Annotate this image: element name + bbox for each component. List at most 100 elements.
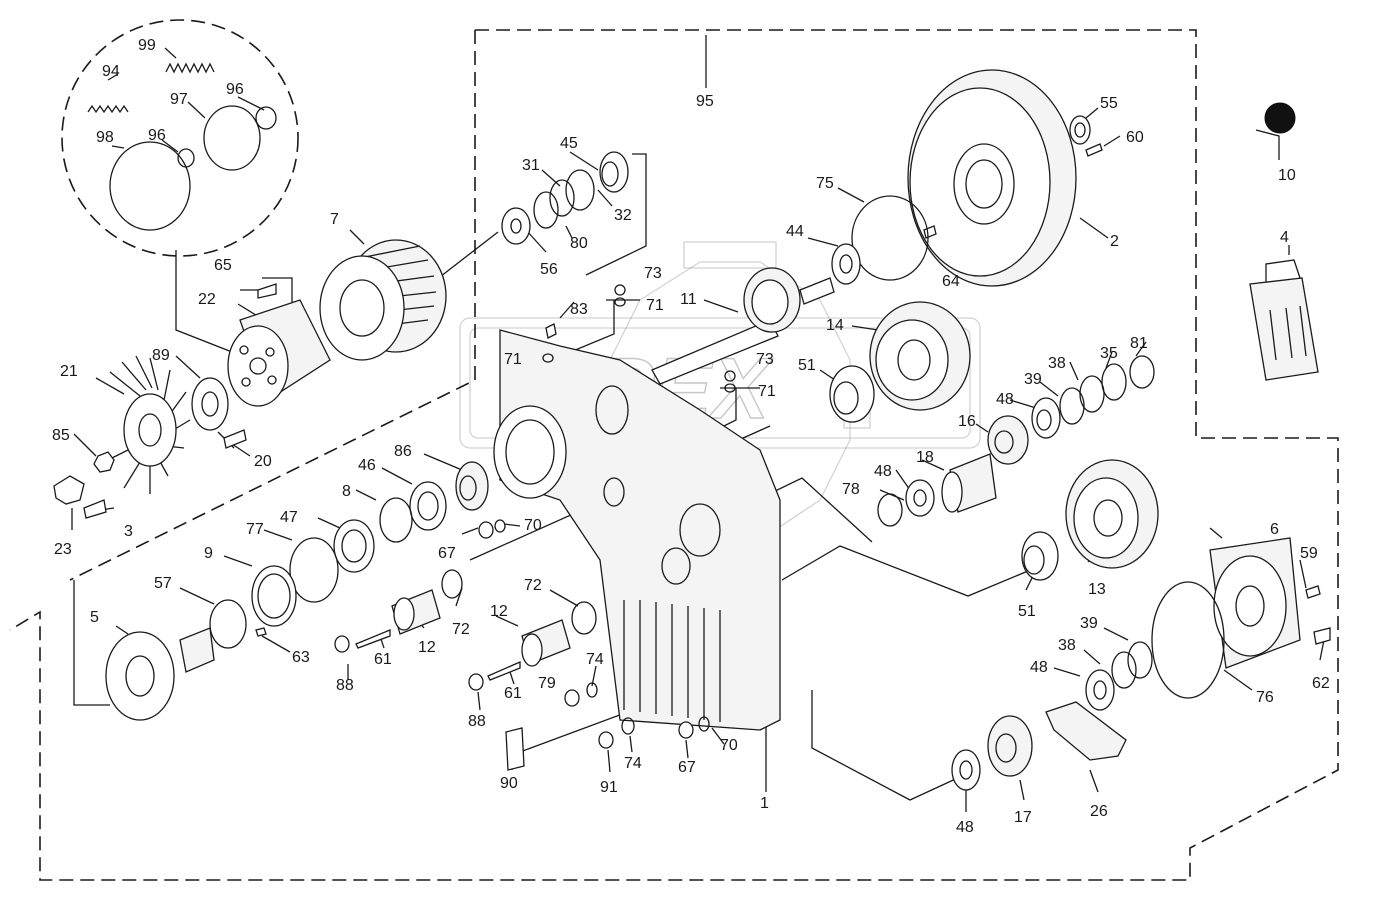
callout-4: 4 (1280, 229, 1289, 246)
part-shaft-11 (651, 267, 835, 385)
callout-12: 12 (418, 639, 436, 656)
callout-8: 8 (342, 483, 351, 500)
part-bearing-48-lowest (951, 749, 981, 791)
callout-10: 10 (1278, 167, 1296, 184)
part-gear-13 (1065, 459, 1159, 569)
part-gear-18 (941, 453, 997, 513)
callout-57: 57 (154, 575, 172, 592)
part-flange-5 (105, 627, 215, 721)
callout-81: 81 (1130, 335, 1148, 352)
callout-55: 55 (1100, 95, 1118, 112)
callout-70: 70 (720, 737, 738, 754)
callout-18: 18 (916, 449, 934, 466)
detail-view-circle (61, 19, 299, 257)
part-gear-17 (987, 715, 1033, 777)
leader-lines (71, 35, 1325, 812)
callout-71: 71 (504, 351, 522, 368)
callout-61: 61 (374, 651, 392, 668)
part-cover-6 (1209, 537, 1301, 669)
part-bolt-61-right (487, 661, 521, 681)
callout-94: 94 (102, 63, 120, 80)
callout-59: 59 (1300, 545, 1318, 562)
callout-1: 1 (760, 795, 769, 812)
assembly-boundary-inner (69, 30, 476, 581)
callout-32: 32 (614, 207, 632, 224)
part-ring-72-right (571, 601, 597, 635)
callout-45: 45 (560, 135, 578, 152)
callout-72: 72 (452, 621, 470, 638)
part-pin-63 (255, 627, 267, 637)
part-bolt-60 (1085, 143, 1103, 157)
callout-44: 44 (786, 223, 804, 240)
part-oring-76 (1151, 581, 1225, 699)
callout-67: 67 (678, 759, 696, 776)
callout-73: 73 (756, 351, 774, 368)
part-bearing-47 (333, 519, 375, 573)
part-plug-79 (564, 689, 580, 707)
part-plug-88-left (334, 635, 350, 653)
part-housing (493, 329, 781, 731)
part-washer-56 (501, 207, 531, 245)
part-rings-31-32-80 (533, 169, 595, 229)
callout-26: 26 (1090, 803, 1108, 820)
part-plugs-67-70-lower (678, 716, 710, 739)
callout-31: 31 (522, 157, 540, 174)
part-cover-2 (907, 69, 1077, 287)
callout-78: 78 (842, 481, 860, 498)
callout-14: 14 (826, 317, 844, 334)
callout-98: 98 (96, 129, 114, 146)
callout-74: 74 (624, 755, 642, 772)
callout-83: 83 (570, 301, 588, 318)
callout-39: 39 (1080, 615, 1098, 632)
callout-73: 73 (644, 265, 662, 282)
part-seal-9 (251, 565, 297, 627)
callout-21: 21 (60, 363, 78, 380)
part-rings-38-39-lower (1111, 641, 1153, 689)
callout-56: 56 (540, 261, 558, 278)
part-ring-78 (877, 493, 903, 527)
callout-71: 71 (646, 297, 664, 314)
part-bracket-90 (505, 727, 525, 771)
part-bolt-62 (1313, 627, 1331, 645)
part-plug-88-right (468, 673, 484, 691)
part-bearing-48-upper (1031, 397, 1061, 439)
callout-72: 72 (524, 577, 542, 594)
callout-65: 65 (214, 257, 232, 274)
part-ring-74-lower (621, 717, 635, 735)
part-pin-59 (1305, 585, 1321, 599)
part-bearing-48-middle (905, 479, 935, 517)
part-washers-71-73 (542, 284, 736, 393)
part-fan-21 (103, 355, 191, 494)
part-ring-57 (209, 599, 247, 649)
callout-20: 20 (254, 453, 272, 470)
callout-48: 48 (996, 391, 1014, 408)
part-ring-74-upper (586, 682, 598, 698)
assembly-boundary (9, 29, 1339, 881)
callout-17: 17 (1014, 809, 1032, 826)
part-bearing-46 (409, 481, 447, 531)
part-valve-12-left (391, 589, 441, 635)
callout-61: 61 (504, 685, 522, 702)
callout-86: 86 (394, 443, 412, 460)
part-seal-55 (1069, 115, 1091, 145)
part-bearing-44 (831, 243, 861, 285)
callout-7: 7 (330, 211, 339, 228)
callout-9: 9 (204, 545, 213, 562)
callout-80: 80 (570, 235, 588, 252)
part-fittings-85-23-3-20 (53, 283, 277, 519)
callout-62: 62 (1312, 675, 1330, 692)
part-gear-14 (869, 301, 971, 411)
part-seal-rings-96-98 (109, 105, 277, 231)
callout-77: 77 (246, 521, 264, 538)
part-oring-77 (289, 537, 339, 603)
callout-96: 96 (226, 81, 244, 98)
callout-11: 11 (680, 291, 697, 308)
callout-13: 13 (1088, 581, 1106, 598)
part-seal-89 (191, 377, 229, 431)
callout-3: 3 (124, 523, 133, 540)
part-valve-12-right (521, 619, 571, 667)
callout-51: 51 (1018, 603, 1036, 620)
filled-circle-icon (1264, 102, 1296, 134)
